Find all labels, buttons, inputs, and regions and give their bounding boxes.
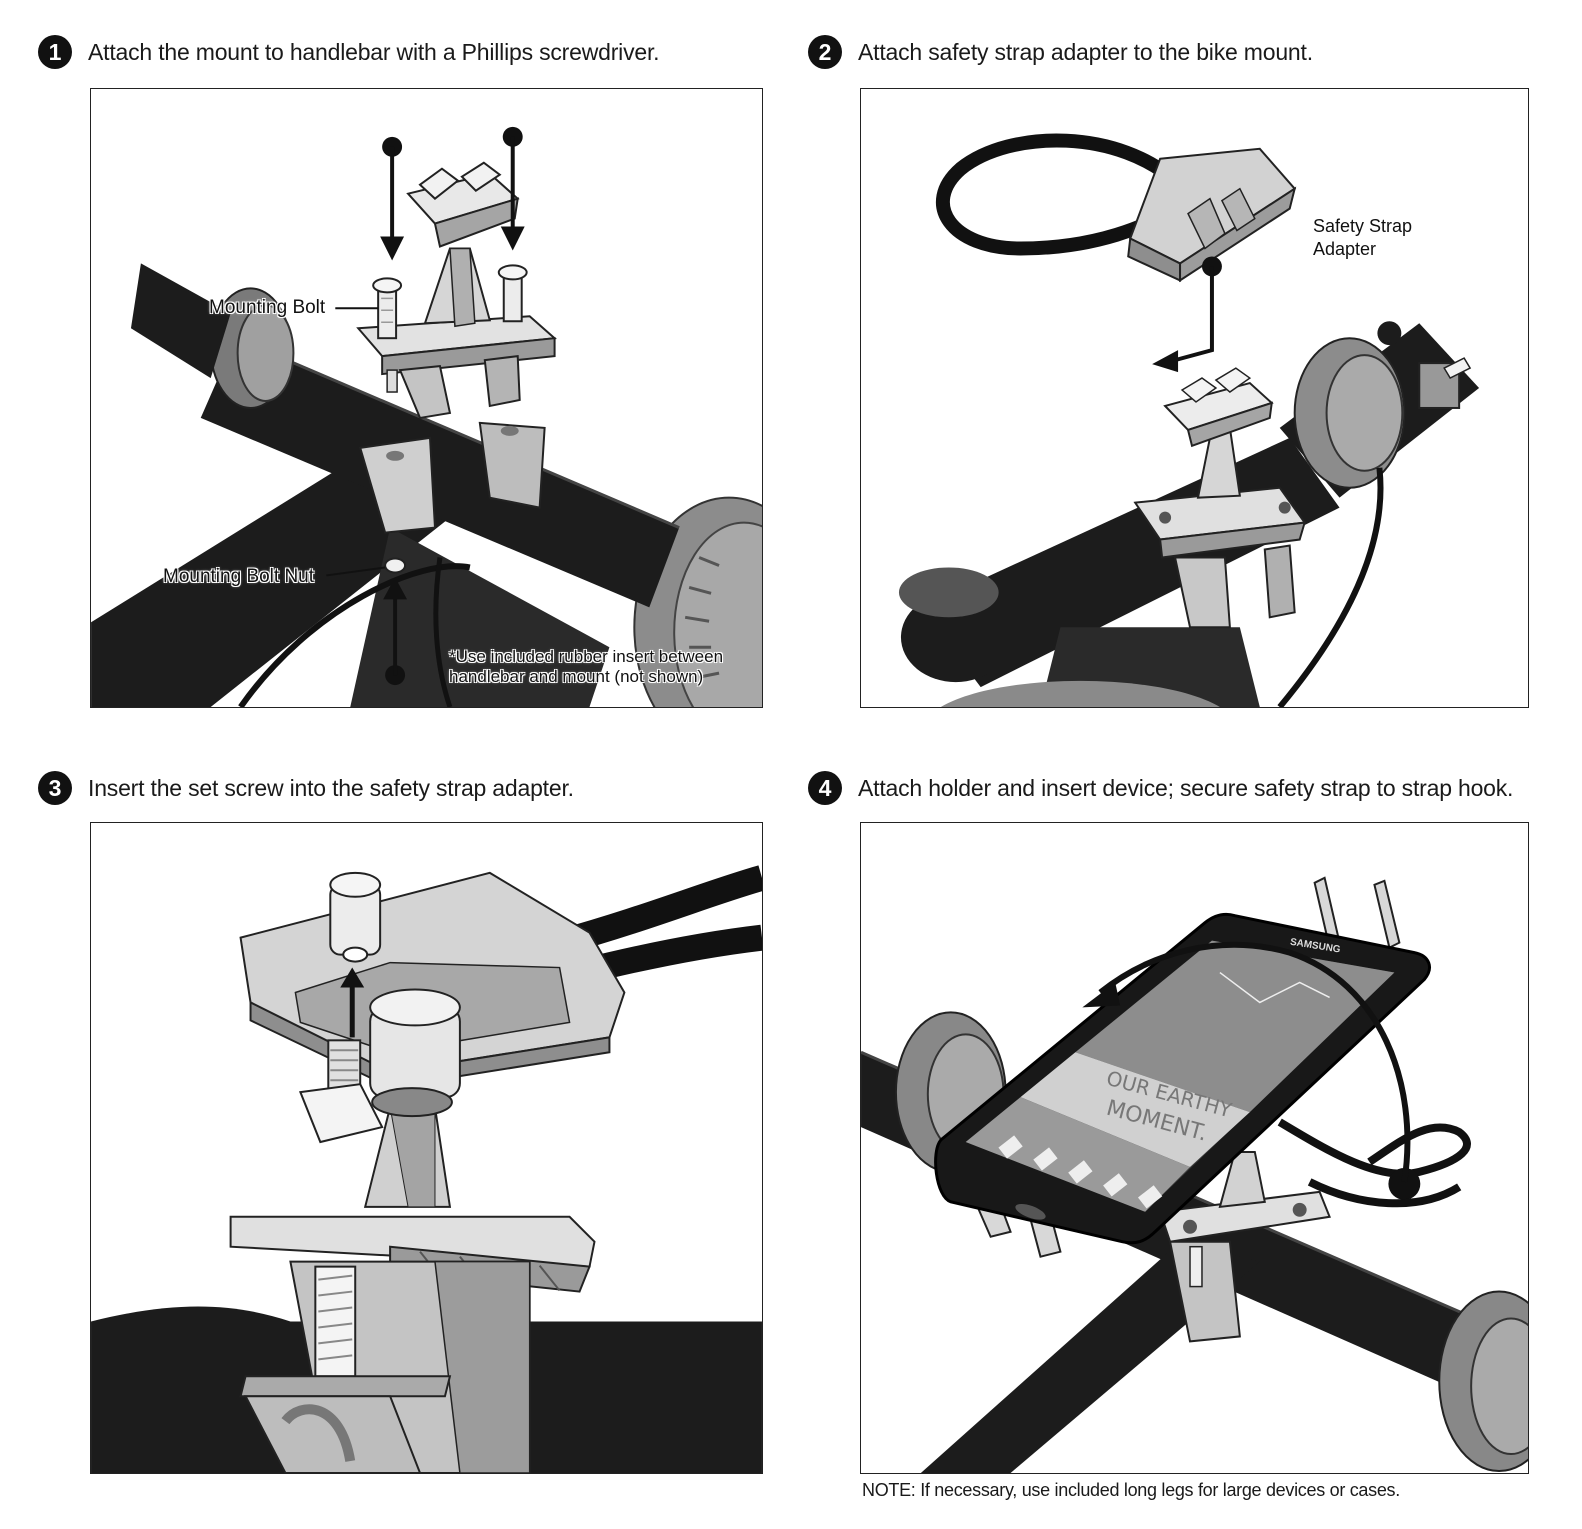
handlebar-mount-diagram bbox=[91, 126, 762, 707]
step-4-header: 4 Attach holder and insert device; secur… bbox=[808, 768, 1513, 808]
step-1-header: 1 Attach the mount to handlebar with a P… bbox=[38, 32, 660, 72]
step-3-illustration bbox=[90, 822, 763, 1474]
step-1-illustration: Mounting Bolt Mounting Bolt Nut *Use inc… bbox=[90, 88, 763, 708]
safety-strap-adapter-diagram bbox=[898, 133, 1480, 707]
safety-strap-adapter-label: Safety Strap Adapter bbox=[1313, 215, 1412, 260]
long-legs-note: NOTE: If necessary, use included long le… bbox=[862, 1480, 1400, 1500]
step-4-illustration: SAMSUNG OUR EARTHY MOMENT. bbox=[860, 822, 1529, 1474]
step-2-number-badge: 2 bbox=[808, 35, 842, 69]
step-1-number-badge: 1 bbox=[38, 35, 72, 69]
step-2-instruction: Attach safety strap adapter to the bike … bbox=[858, 38, 1313, 65]
step-2-header: 2 Attach safety strap adapter to the bik… bbox=[808, 32, 1313, 72]
rubber-insert-note-line-1: *Use included rubber insert between bbox=[449, 647, 724, 666]
holder-with-device-diagram: SAMSUNG OUR EARTHY MOMENT. bbox=[861, 876, 1528, 1473]
step-4-instruction: Attach holder and insert device; secure … bbox=[858, 774, 1514, 801]
rubber-insert-note-line-2: handlebar and mount (not shown) bbox=[449, 666, 704, 686]
step-2-illustration: Safety Strap Adapter bbox=[860, 88, 1529, 708]
set-screw-diagram bbox=[91, 865, 762, 1473]
step-1-instruction: Attach the mount to handlebar with a Phi… bbox=[88, 38, 660, 65]
mounting-bolt-nut-label: Mounting Bolt Nut bbox=[163, 566, 315, 587]
step-4-number-badge: 4 bbox=[808, 771, 842, 805]
safety-strap-adapter-label-line-2: Adapter bbox=[1313, 238, 1377, 259]
safety-strap-adapter-label-line-1: Safety Strap bbox=[1313, 216, 1413, 236]
step-3-header: 3 Insert the set screw into the safety s… bbox=[38, 768, 574, 808]
rubber-insert-note: *Use included rubber insert between hand… bbox=[449, 647, 723, 686]
step-3-instruction: Insert the set screw into the safety str… bbox=[88, 774, 574, 801]
step-3-number-badge: 3 bbox=[38, 771, 72, 805]
mounting-bolt-label: Mounting Bolt bbox=[209, 297, 326, 318]
